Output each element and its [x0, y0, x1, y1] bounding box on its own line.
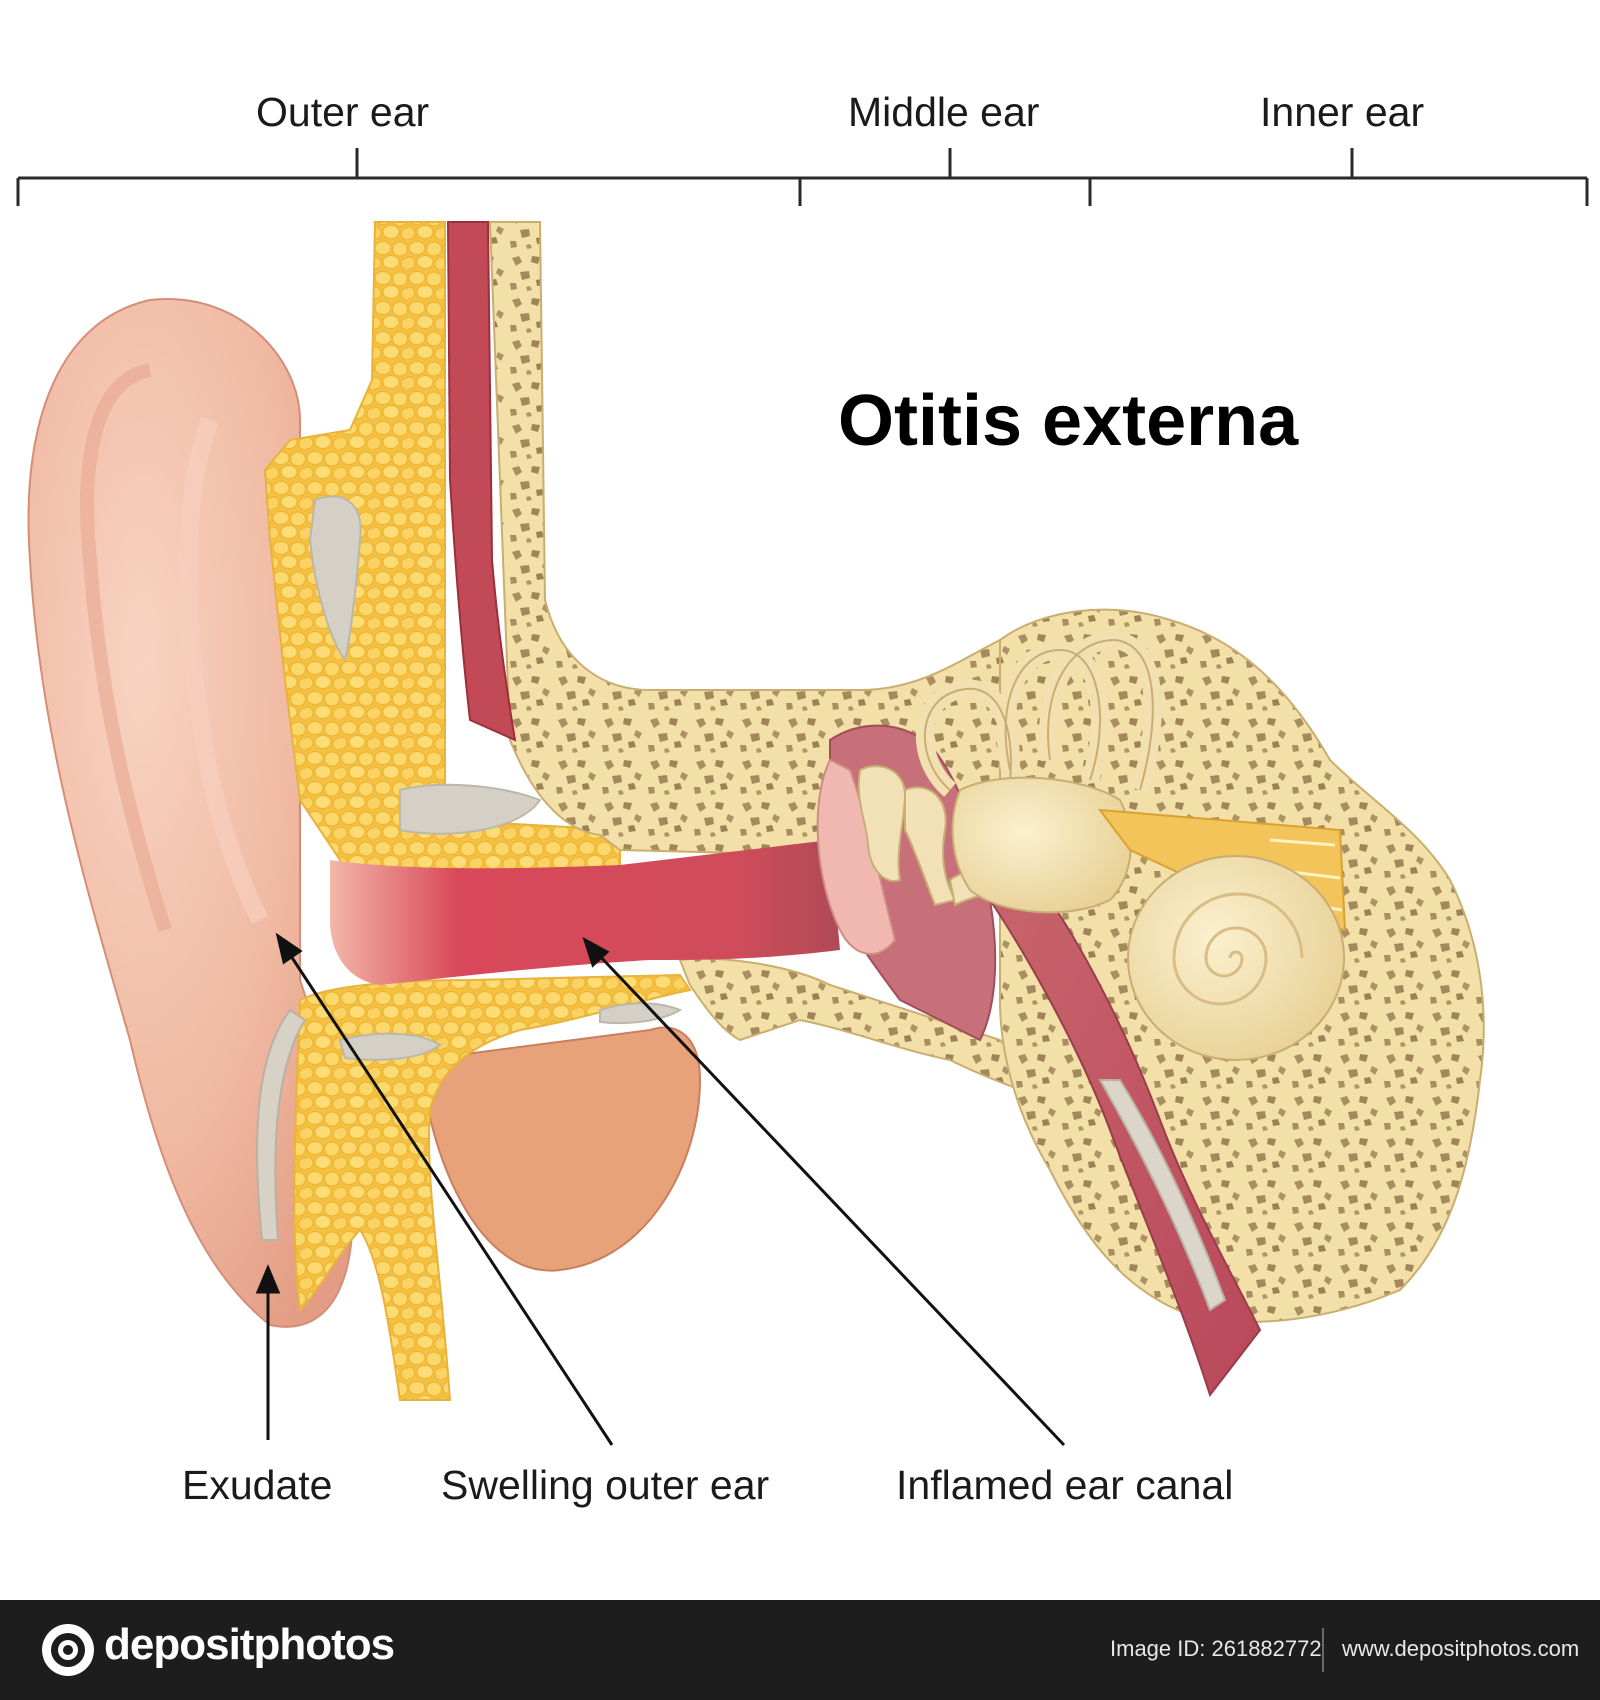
antihelix: [179, 416, 269, 925]
skull-bone-lower: [678, 957, 1054, 1103]
ear-lobe: [418, 1026, 702, 1272]
diagram-title: Otitis externa: [838, 381, 1299, 461]
swelling-outer-ear-label: Swelling outer ear: [441, 1462, 770, 1508]
footer-divider: [1322, 1628, 1324, 1672]
skull-bone-upper: [488, 221, 1012, 862]
tube-cartilage: [1098, 1079, 1227, 1312]
cartilage-lower: [338, 1032, 442, 1061]
region-scale-bar: [16, 148, 1589, 206]
semicircular-canals-outline: [923, 638, 1154, 791]
ear-anatomy-diagram: [16, 148, 1589, 1447]
inflamed-ear-canal: [330, 840, 840, 985]
cochlea: [1127, 855, 1345, 1061]
cartilage-upper: [308, 495, 362, 663]
eustachian-tube: [988, 899, 1262, 1398]
camera-logo-icon: [42, 1624, 94, 1676]
exudate-label: Exudate: [182, 1462, 333, 1508]
vestibule: [951, 776, 1132, 914]
brand-logo-text[interactable]: depositphotos: [104, 1620, 395, 1669]
cartilage-mid: [399, 783, 542, 835]
blood-vessel: [446, 221, 517, 742]
footer-bar: depositphotos Image ID: 261882772 www.de…: [0, 1600, 1600, 1700]
callout-arrows: [255, 932, 1066, 1447]
middle-ear-label: Middle ear: [848, 89, 1040, 135]
helix-fold: [80, 363, 172, 933]
image-id: Image ID: 261882772: [1110, 1636, 1322, 1661]
inner-ear-label: Inner ear: [1260, 89, 1425, 135]
inflamed-ear-canal-label: Inflamed ear canal: [896, 1462, 1234, 1508]
lower-fat-tissue: [293, 973, 692, 1401]
cartilage-arc: [256, 1008, 307, 1241]
cartilage-lower-2: [599, 1002, 683, 1025]
outer-ear-label: Outer ear: [256, 89, 430, 135]
site-url-link[interactable]: www.depositphotos.com: [1342, 1636, 1580, 1661]
